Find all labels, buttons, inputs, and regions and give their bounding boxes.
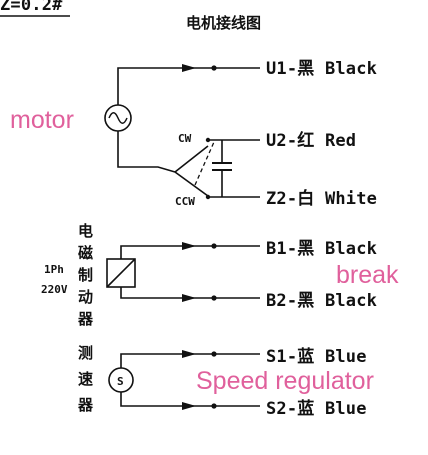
wire-label-s1: S1-蓝 Blue xyxy=(266,347,367,367)
ccw-label: CCW xyxy=(175,195,195,208)
motor-annotation: motor xyxy=(10,106,74,134)
speed-vchar-2: 速 xyxy=(78,370,93,388)
wire-label-z2: Z2-白 White xyxy=(266,188,377,209)
switch-blade xyxy=(174,145,209,173)
wire-label-b2: B2-黑 Black xyxy=(266,291,377,311)
wire-b2 xyxy=(120,287,260,299)
brake-annotation: break xyxy=(336,261,399,289)
node-b1 xyxy=(211,243,217,249)
arrow-b1 xyxy=(182,242,196,250)
brake-vchar-2: 磁 xyxy=(78,244,93,262)
speed-sensor-letter: S xyxy=(117,375,124,388)
cw-label: CW xyxy=(178,132,192,145)
node-u1 xyxy=(211,65,217,71)
node-s1 xyxy=(211,351,217,357)
speed-annotation: Speed regulator xyxy=(196,367,374,395)
ac-wave-icon xyxy=(108,112,128,124)
brake-vchar-3: 制 xyxy=(78,266,93,284)
arrow-s1 xyxy=(182,350,196,358)
brake-side-label-1: 1Ph xyxy=(44,263,64,276)
capacitor-dashed-link xyxy=(194,141,215,186)
node-b2 xyxy=(211,295,217,301)
corner-label: Z=0.2# xyxy=(0,0,63,15)
switch-blade-ccw xyxy=(174,171,209,197)
diagram-title: 电机接线图 xyxy=(186,14,261,32)
wire-s1 xyxy=(120,353,260,368)
wire-label-u1: U1-黑 Black xyxy=(266,59,377,79)
arrow-u1 xyxy=(182,64,196,72)
brake-side-label-2: 220V xyxy=(41,283,68,296)
brake-vchar-1: 电 xyxy=(78,222,93,240)
wire-label-b1: B1-黑 Black xyxy=(266,239,377,259)
wire-b1 xyxy=(120,245,260,259)
node-s2 xyxy=(211,403,217,409)
brake-coil-slash xyxy=(106,258,136,288)
speed-vchar-1: 测 xyxy=(78,344,93,362)
wire-label-u2: U2-红 Red xyxy=(266,130,356,151)
wire-label-s2: S2-蓝 Blue xyxy=(266,399,367,419)
arrow-s2 xyxy=(182,402,196,410)
node-z2 xyxy=(205,194,211,200)
brake-vchar-5: 器 xyxy=(77,310,94,328)
speed-vchar-3: 器 xyxy=(77,396,94,414)
arrow-b2 xyxy=(182,294,196,302)
wire-motor-bottom xyxy=(117,131,176,173)
wire-u1 xyxy=(117,67,260,105)
node-u2 xyxy=(205,137,211,143)
brake-vchar-4: 动 xyxy=(78,288,93,306)
